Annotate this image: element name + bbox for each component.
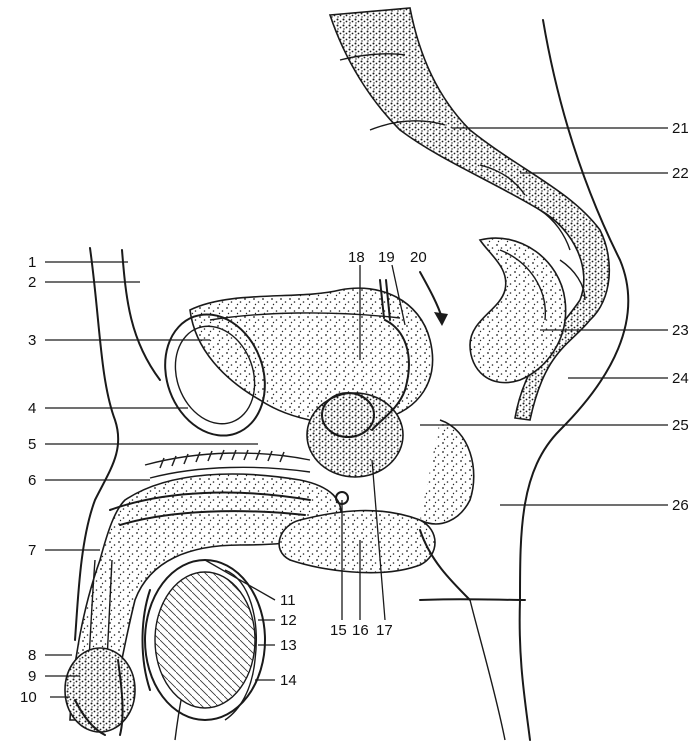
label-4: 4 [28,400,36,417]
label-26: 26 [672,497,689,514]
label-11: 11 [280,592,296,609]
label-7: 7 [28,542,36,559]
label-23: 23 [672,322,689,339]
label-3: 3 [28,332,36,349]
label-18: 18 [348,249,365,266]
label-17: 17 [376,622,393,639]
label-22: 22 [672,165,689,182]
label-21: 21 [672,120,689,137]
label-14: 14 [280,672,297,689]
label-19: 19 [378,249,395,266]
arrow-indicator [420,272,448,326]
label-6: 6 [28,472,36,489]
prostate [307,393,403,477]
label-20: 20 [410,249,427,266]
label-1: 1 [28,254,36,271]
label-16: 16 [352,622,369,639]
label-5: 5 [28,436,36,453]
label-12: 12 [280,612,297,629]
label-25: 25 [672,417,689,434]
label-24: 24 [672,370,689,387]
label-13: 13 [280,637,297,654]
urinary-bladder [190,288,433,424]
label-2: 2 [28,274,36,291]
label-8: 8 [28,647,36,664]
label-15: 15 [330,622,347,639]
label-9: 9 [28,668,36,685]
anal-canal [420,420,474,600]
label-10: 10 [20,689,37,706]
